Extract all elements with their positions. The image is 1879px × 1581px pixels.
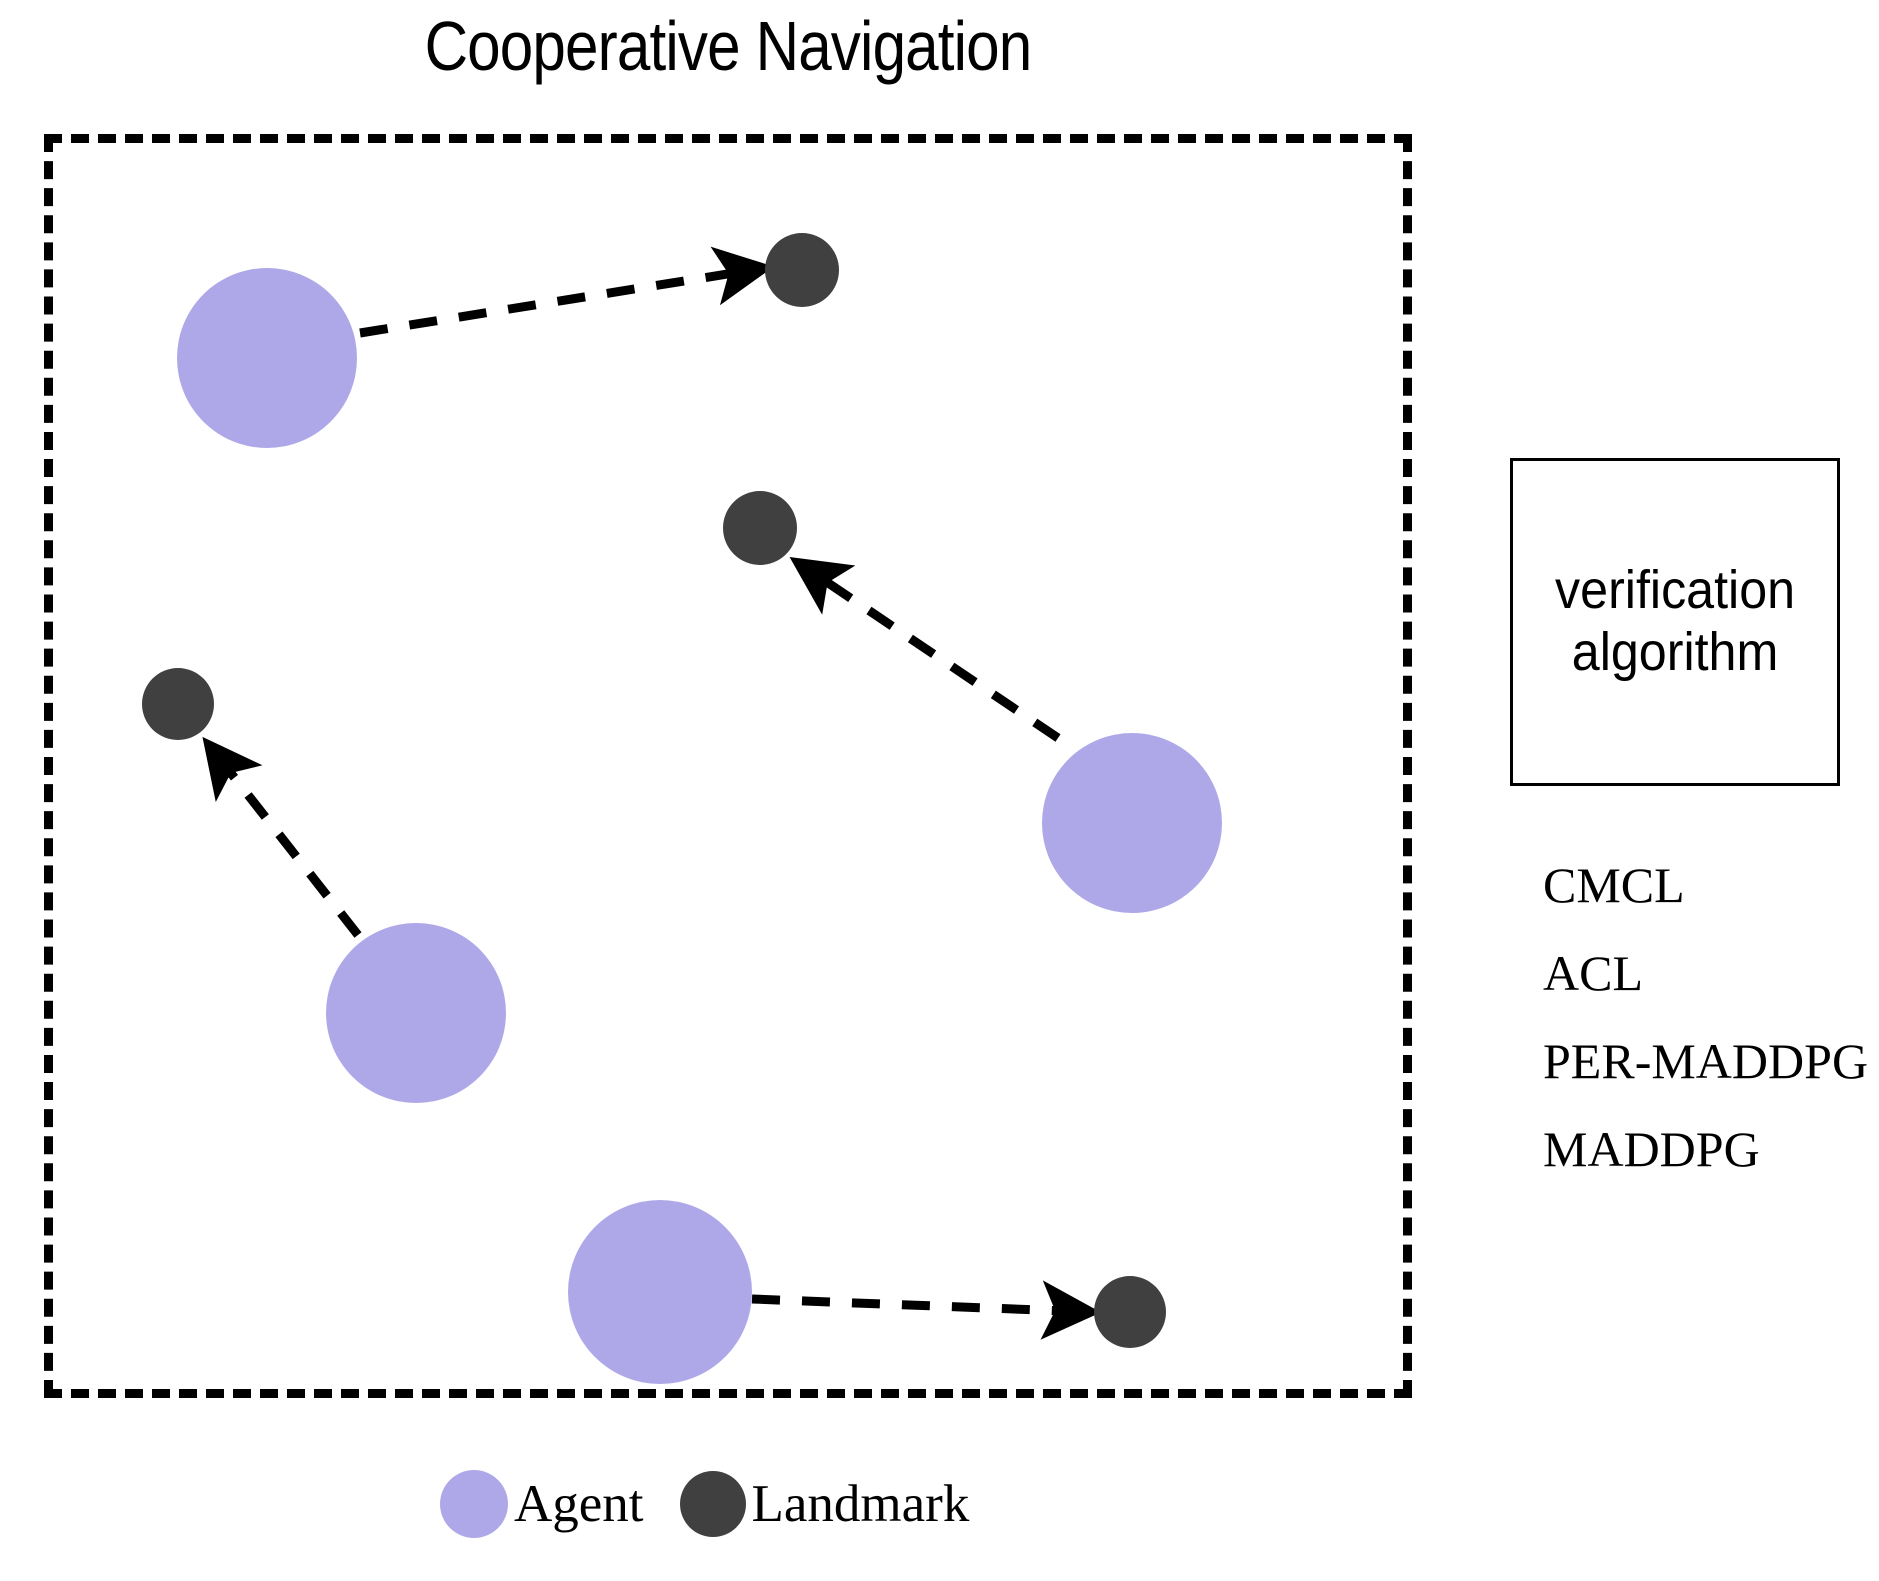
verification-algorithm-label: verification algorithm [1555, 560, 1795, 683]
verification-label-line-1: verification [1554, 560, 1796, 621]
algorithm-item-cmcl: CMCL [1543, 857, 1685, 913]
verification-label-line-2: algorithm [1571, 622, 1779, 682]
legend: Agent Landmark [440, 1470, 969, 1538]
legend-label-landmark: Landmark [751, 1475, 970, 1533]
landmark-swatch-icon [679, 1471, 746, 1537]
environment-box [44, 134, 1412, 1398]
legend-entry-agent: Agent [440, 1470, 644, 1538]
verification-algorithm-box: verification algorithm [1510, 458, 1840, 786]
page-title: Cooperative Navigation [424, 7, 1033, 85]
algorithm-list: CMCL ACL PER-MADDPG MADDPG [1543, 860, 1873, 1174]
algorithm-item-maddpg: MADDPG [1543, 1121, 1760, 1177]
legend-entry-landmark: Landmark [679, 1471, 970, 1537]
algorithm-item-per-maddpg: PER-MADDPG [1543, 1033, 1869, 1089]
agent-swatch-icon [440, 1470, 508, 1538]
algorithm-item-acl: ACL [1543, 945, 1643, 1001]
legend-label-agent: Agent [514, 1475, 644, 1533]
